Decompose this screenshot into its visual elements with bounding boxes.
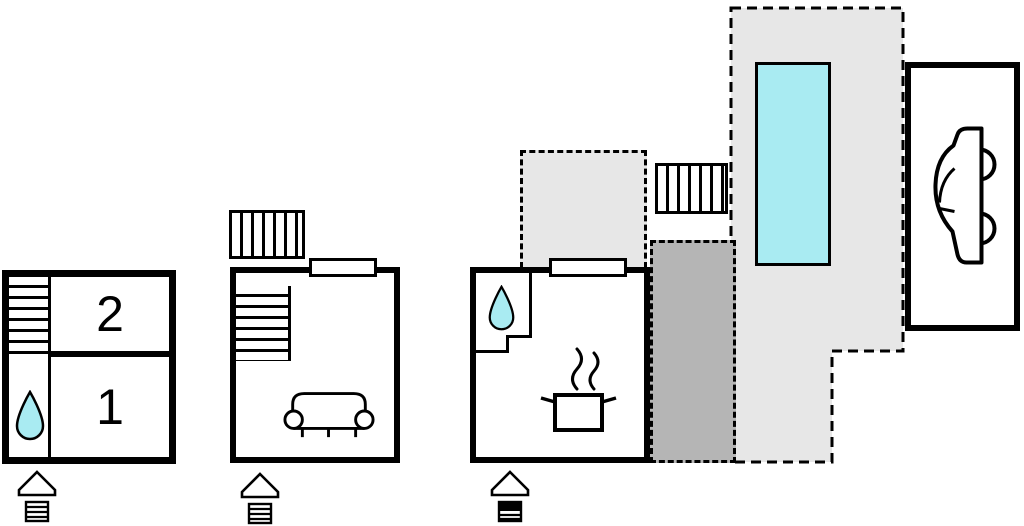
patio-dark — [650, 240, 736, 463]
car-window — [938, 167, 956, 213]
window-icon — [549, 258, 627, 277]
sofa-arm — [354, 409, 375, 430]
steam-line — [571, 347, 583, 391]
staircase-icon — [9, 277, 48, 361]
window-icon — [309, 258, 377, 277]
water-drop-icon — [15, 390, 45, 441]
entrance-arrow-icon — [17, 470, 57, 523]
exterior-staircase-icon — [229, 210, 305, 259]
terrace-small — [520, 150, 647, 268]
sofa-back — [291, 392, 367, 421]
entrance-arrow-icon — [490, 470, 530, 523]
water-drop-shape — [15, 390, 45, 441]
water-drop-icon — [488, 285, 515, 331]
entrance-arrow-icon — [240, 472, 280, 525]
water-drop-shape — [488, 285, 515, 331]
step-dark — [500, 503, 520, 511]
car-icon — [933, 126, 997, 265]
swimming-pool-icon — [755, 62, 831, 266]
entrance-arrow-head — [17, 470, 57, 497]
steam-line — [588, 351, 600, 391]
partition-wall — [476, 350, 509, 353]
room-label-1: 1 — [96, 379, 124, 435]
staircase-icon — [236, 286, 291, 361]
interior-wall — [48, 277, 51, 457]
partition-wall — [529, 273, 532, 337]
partition-wall — [506, 335, 509, 353]
cooking-pot-icon — [540, 347, 617, 432]
pool-steps-icon — [655, 163, 728, 214]
sofa-legs — [300, 428, 358, 438]
pot-body — [553, 393, 604, 432]
sofa-arm — [283, 409, 304, 430]
entrance-arrow-head — [240, 472, 280, 499]
car-body — [933, 126, 984, 265]
room-label-2: 2 — [96, 286, 124, 342]
interior-wall — [51, 351, 169, 357]
entrance-arrow-head — [490, 470, 530, 497]
partition-wall — [506, 335, 532, 338]
carport — [905, 62, 1020, 331]
sofa-icon — [283, 392, 375, 438]
pot-handles — [540, 396, 617, 404]
